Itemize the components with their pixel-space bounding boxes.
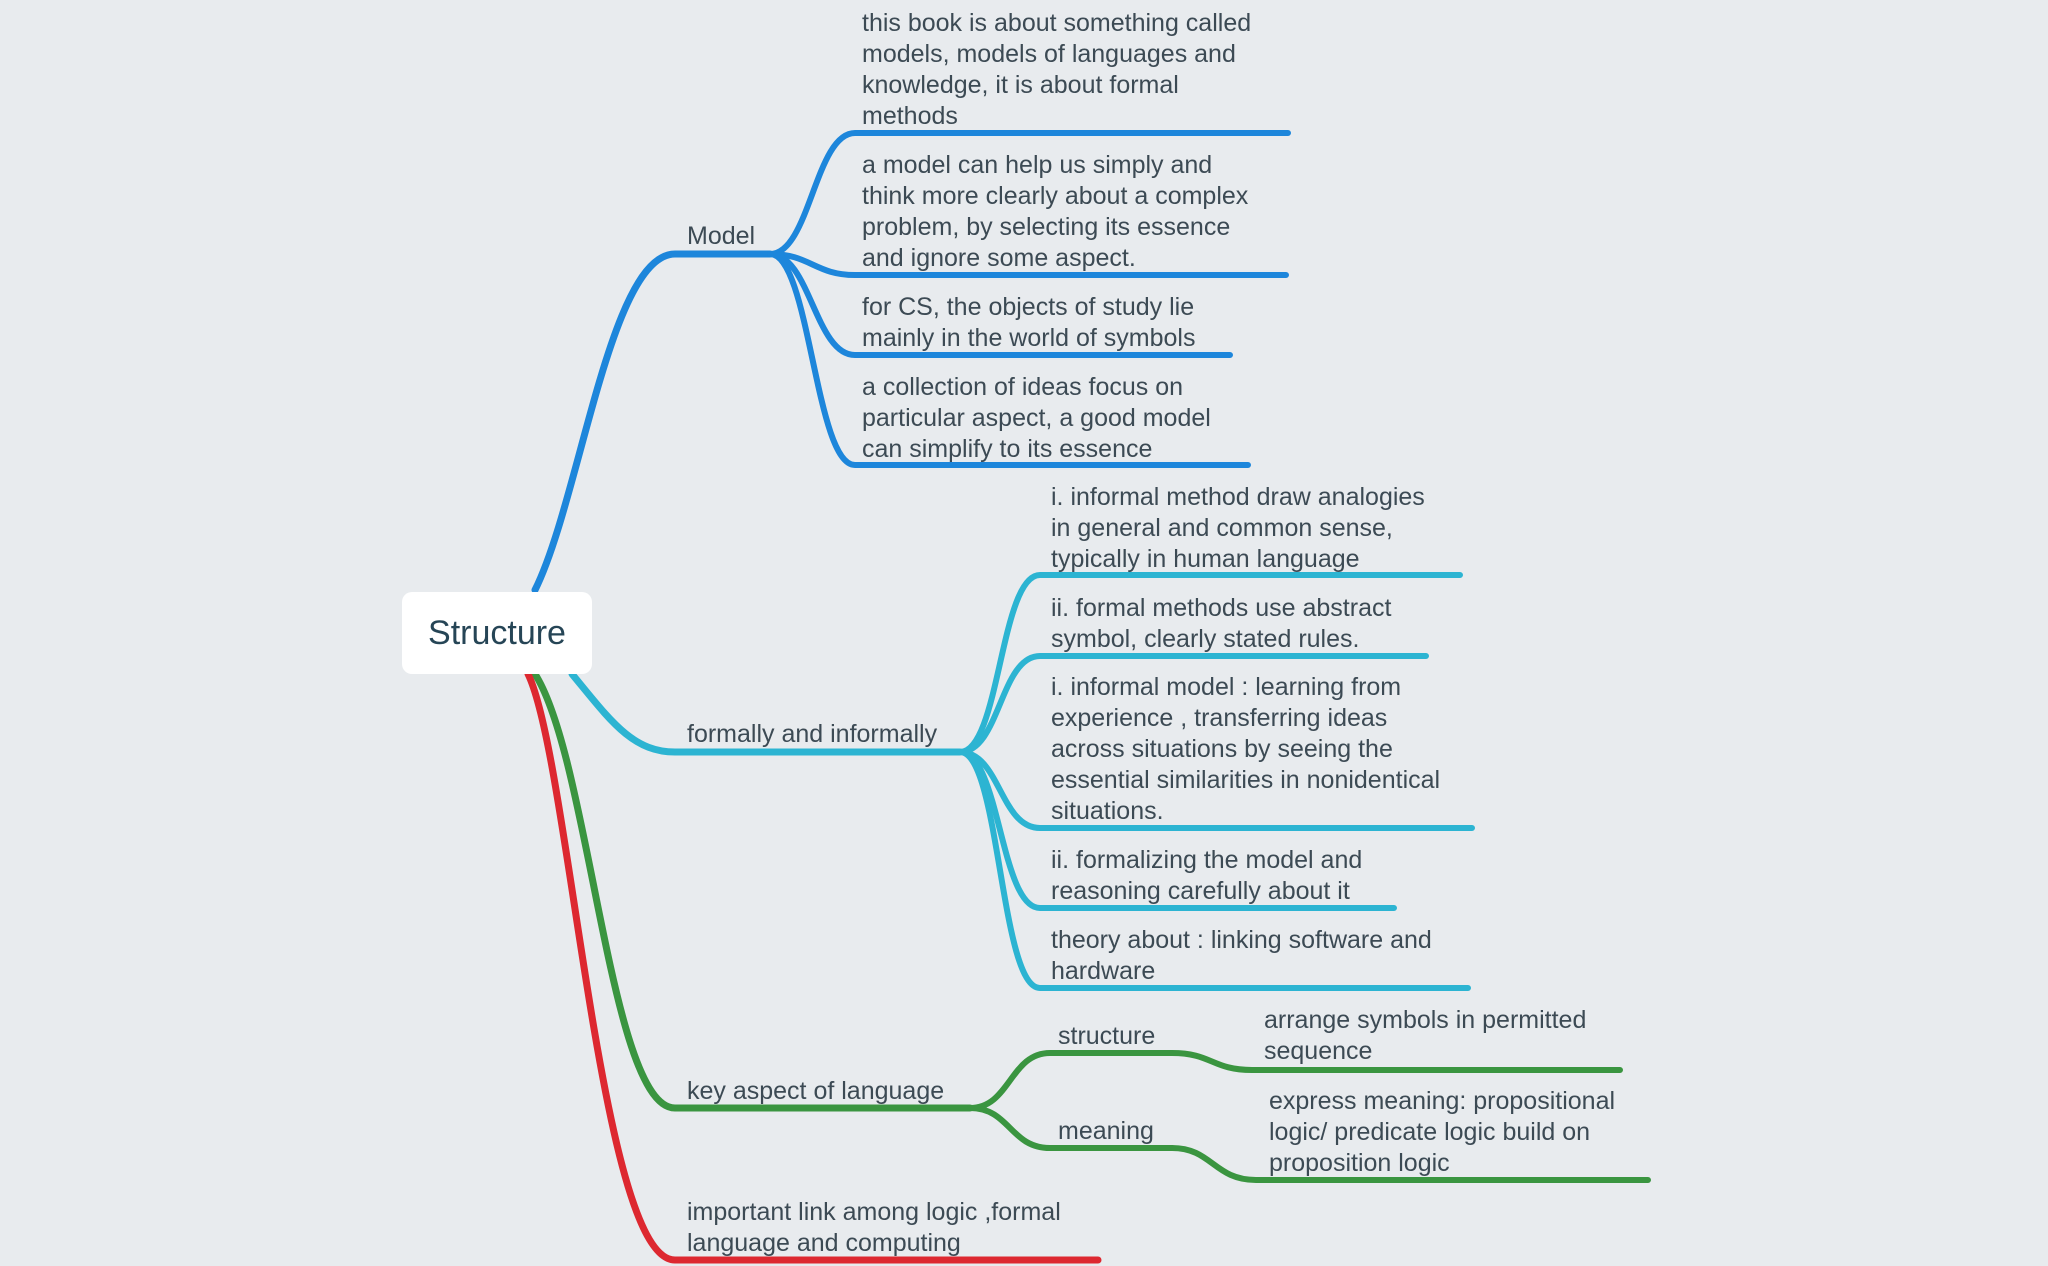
edge-root-formally bbox=[568, 670, 964, 756]
branch-key-aspect[interactable]: key aspect of language bbox=[687, 1077, 945, 1105]
edge-meaning-detail bbox=[1169, 1145, 1651, 1183]
edge-key-structure bbox=[967, 1050, 1175, 1111]
branch-model[interactable]: Model bbox=[687, 222, 756, 250]
edge-root-key-aspect bbox=[531, 670, 974, 1112]
edge-model-child-1 bbox=[767, 130, 1291, 257]
edge-model-child-3 bbox=[767, 251, 1233, 358]
edge-root-important-link bbox=[524, 670, 1102, 1264]
edge-root-model bbox=[531, 250, 774, 594]
key-aspect-structure[interactable]: structure bbox=[1058, 1022, 1156, 1050]
edge-formally-child-1 bbox=[957, 572, 1463, 755]
branch-formally-informally[interactable]: formally and informally bbox=[687, 720, 938, 748]
edge-formally-child-2 bbox=[957, 653, 1429, 755]
edge-model-child-4 bbox=[767, 251, 1251, 468]
edge-key-meaning bbox=[967, 1105, 1175, 1151]
key-aspect-meaning[interactable]: meaning bbox=[1058, 1117, 1154, 1145]
edge-formally-child-5 bbox=[957, 749, 1471, 991]
edge-structure-detail bbox=[1169, 1050, 1623, 1073]
root-label: Structure bbox=[428, 613, 566, 652]
root-node-structure[interactable]: Structure bbox=[402, 592, 592, 674]
